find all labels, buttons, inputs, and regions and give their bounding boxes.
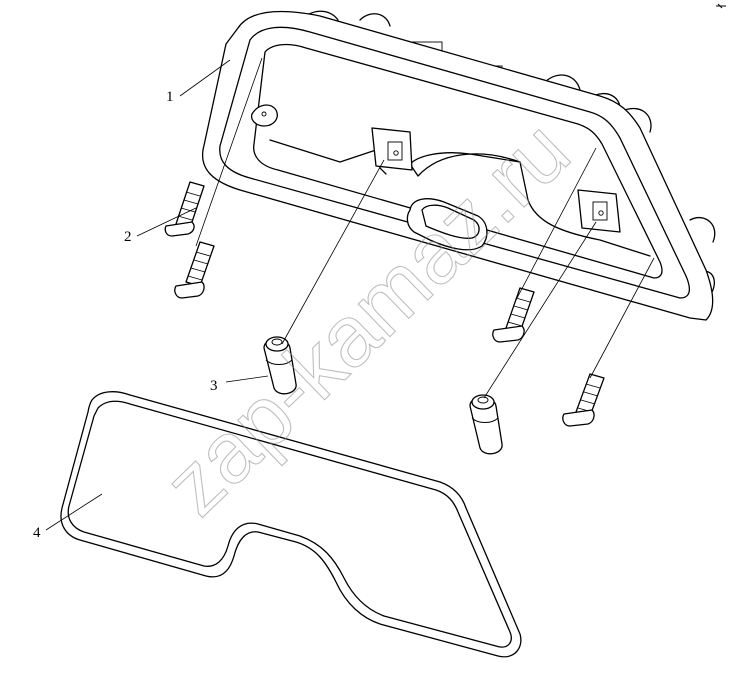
lens-cover-part-4	[60, 391, 522, 658]
bulb-part-3-a	[263, 336, 297, 395]
callout-1: 1	[166, 89, 174, 105]
screw-part-2-b	[174, 241, 215, 299]
screw-part-2-d	[562, 373, 605, 427]
callout-2: 2	[124, 229, 132, 245]
housing-part-1	[201, 10, 716, 321]
corner-mark	[716, 3, 726, 9]
screw-part-2-a	[164, 181, 205, 237]
leader-lines	[45, 57, 655, 531]
callout-4: 4	[33, 525, 41, 541]
screw-part-2-c	[492, 287, 535, 343]
bulb-part-3-b	[469, 394, 503, 455]
callout-3: 3	[210, 378, 218, 394]
